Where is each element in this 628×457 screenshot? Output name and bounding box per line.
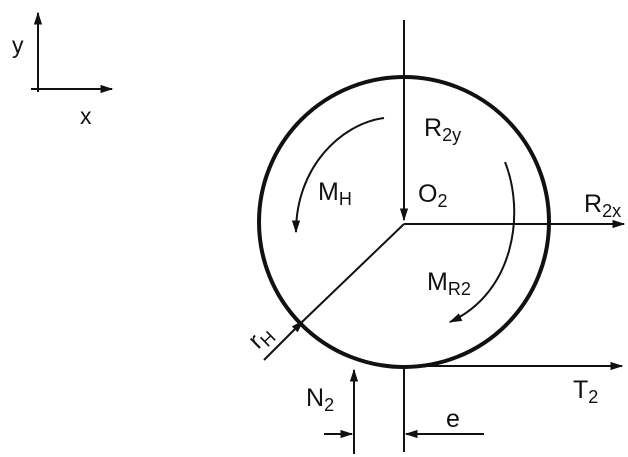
label-t2: T2 xyxy=(573,376,598,407)
radius-line xyxy=(301,223,405,323)
moment-mh-arc xyxy=(291,117,385,234)
label-mh: MH xyxy=(318,178,352,209)
label-n2: N2 xyxy=(306,384,334,415)
label-r2x: R2x xyxy=(584,190,621,221)
label-o2: O2 xyxy=(418,180,447,211)
x-axis-label: x xyxy=(80,103,92,129)
label-r2y: R2y xyxy=(424,114,461,145)
label-mr2: MR2 xyxy=(427,268,471,299)
label-e: e xyxy=(446,405,460,433)
coordinate-axes: y x xyxy=(12,11,114,129)
rh-arrow xyxy=(263,320,304,361)
y-axis-label: y xyxy=(12,32,24,58)
moment-mr2-arc xyxy=(448,161,516,323)
